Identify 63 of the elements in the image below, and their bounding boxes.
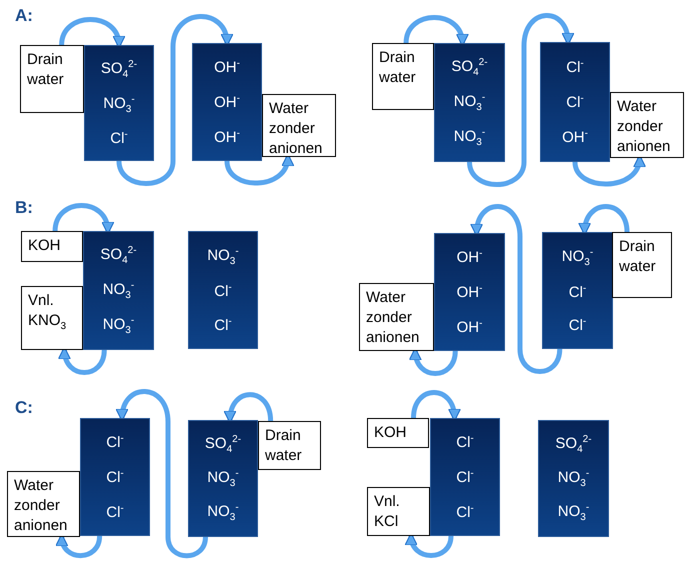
ion-exchange-column (188, 231, 258, 349)
ion-label: OH$^{-}$ (214, 92, 240, 111)
label-box (372, 43, 434, 110)
ion-label: OH$^{-}$ (562, 128, 588, 146)
ion-label: Cl$^{-}$ (566, 58, 584, 76)
label-box (21, 286, 83, 350)
ion-label: OH$^{-}$ (214, 128, 240, 146)
ion-exchange-column (80, 418, 150, 536)
flow-arrow (116, 389, 208, 558)
ion-label: OH$^{-}$ (214, 58, 240, 76)
label-box (258, 421, 321, 470)
box-label: Water zonder anionen (269, 99, 324, 159)
ion-label: Cl$^{-}$ (456, 502, 474, 521)
ion-label: Cl$^{-}$ (456, 468, 474, 486)
label-box (20, 45, 84, 113)
ion-label: Cl$^{-}$ (456, 433, 474, 452)
ion-label: Cl$^{-}$ (106, 502, 124, 521)
ion-exchange-column (540, 42, 610, 162)
box-label: Drain water (379, 48, 417, 88)
label-box (612, 232, 672, 298)
flow-arrow (56, 534, 102, 558)
flow-arrow (224, 392, 274, 424)
ion-exchange-column (430, 418, 500, 536)
label-box (367, 418, 429, 448)
flow-arrow (471, 204, 562, 374)
ion-exchange-column (84, 45, 154, 161)
box-label: KOH (28, 236, 62, 256)
ion-label: Cl$^{-}$ (110, 129, 128, 147)
ion-label: Cl$^{-}$ (106, 433, 124, 452)
ion-label: Cl$^{-}$ (566, 92, 584, 111)
ion-exchange-column (188, 420, 258, 537)
ion-label: Cl$^{-}$ (214, 316, 232, 334)
box-label: Vnl. KCl (374, 492, 401, 532)
ion-label: Cl$^{-}$ (568, 316, 586, 334)
box-label: Water zonder anionen (617, 97, 672, 157)
box-label: Drain water (265, 426, 303, 466)
box-label: Water zonder anionen (366, 288, 420, 348)
ion-exchange-column (434, 233, 505, 351)
section-label: B: (15, 198, 33, 218)
ion-label: Cl$^{-}$ (106, 468, 124, 486)
box-label: Water zonder anionen (14, 476, 68, 536)
ion-label: OH$^{-}$ (456, 282, 482, 301)
ion-label: Cl$^{-}$ (214, 282, 232, 300)
ion-label: Cl$^{-}$ (568, 282, 586, 301)
section-label: A: (15, 6, 33, 26)
label-box (21, 231, 83, 262)
label-box (610, 92, 684, 158)
ion-exchange-column (83, 231, 154, 350)
label-box (359, 283, 434, 351)
box-label: Drain water (619, 237, 657, 277)
label-box (7, 471, 80, 537)
box-label: Drain water (27, 50, 65, 90)
section-label: C: (15, 398, 33, 418)
ion-exchange-column (434, 43, 505, 162)
label-box (367, 487, 430, 536)
label-box (262, 94, 336, 157)
ion-label: OH$^{-}$ (456, 318, 482, 336)
ion-exchange-column (192, 43, 262, 161)
ion-label: OH$^{-}$ (456, 248, 482, 266)
ion-exchange-column (542, 232, 613, 349)
box-label: Vnl. KNO$_{3}$ (28, 291, 68, 334)
ion-exchange-column (538, 420, 609, 537)
box-label: KOH (374, 423, 408, 443)
